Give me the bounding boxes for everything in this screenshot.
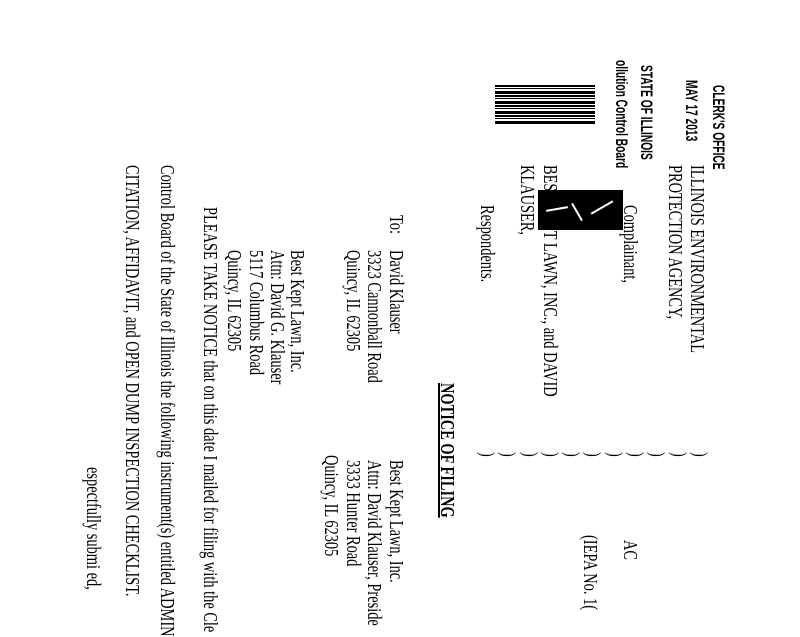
case-iepa-number: (IEPA No. 1(: [579, 535, 601, 611]
stamp-office: CLERK'S OFFICE: [709, 85, 728, 170]
caption-paren: ): [476, 452, 498, 457]
body-line: Control Board of the State of Illinois t…: [156, 165, 178, 637]
stamp-date: MAY 17 2013: [682, 80, 701, 142]
stamp-board: ollution Control Board: [612, 60, 631, 169]
caption-paren: ): [689, 452, 711, 457]
caption-paren: ): [603, 452, 626, 457]
to-label: To:: [385, 215, 407, 235]
document-page: CLERK'S OFFICE MAY 17 2013 STATE OF ILLI…: [82, 60, 728, 637]
caption-paren: ): [667, 452, 690, 457]
caption-paren: ): [518, 452, 541, 457]
complainant-line1: ILLINOIS ENVIRONMENTAL: [686, 165, 708, 354]
recipient-3-line: 5117 Columbus Road: [245, 250, 267, 376]
complainant-label: Complainant,: [619, 205, 641, 283]
closing: espectfully submi ed,: [82, 467, 104, 590]
respondent-label: Respondents.: [476, 205, 498, 283]
stamp-state: STATE OF ILLINOIS: [637, 65, 656, 160]
caption-paren: ): [561, 452, 584, 457]
recipient-2-line: 3333 Hunter Road: [342, 460, 364, 567]
complainant-line2: PROTECTION AGENCY,: [664, 165, 686, 320]
recipient-2-line: Attn: David Klauser, Preside: [363, 460, 385, 626]
caption-paren: ): [582, 452, 605, 457]
body-line: PLEASE TAKE NOTICE that on this date I m…: [199, 207, 221, 633]
recipient-3-line: Quincy, IL 62305: [223, 250, 245, 352]
caption-paren: ): [646, 452, 669, 457]
recipient-2-line: Best Kept Lawn, Inc.: [385, 460, 407, 583]
caption-paren: ): [539, 452, 562, 457]
barcode: [495, 85, 595, 125]
case-ac: AC: [619, 540, 641, 561]
caption-paren: ): [625, 452, 648, 457]
respondent-line2: KLAUSER,: [516, 165, 538, 236]
recipient-3-line: Attn: David G. Klauser: [266, 250, 288, 385]
recipient-1-line: 3323 Cannonball Road: [363, 250, 385, 383]
caption-paren: ): [497, 452, 520, 457]
recipient-1-line: David Klauser: [385, 250, 407, 334]
recipient-1-line: Quincy, IL 62305: [342, 250, 364, 352]
recipient-2-line: Quincy, IL 62305: [320, 455, 342, 557]
redaction-box: [538, 190, 623, 230]
recipient-3-line: Best Kept Lawn, Inc.: [286, 250, 308, 373]
body-line: CITATION, AFFIDAVIT, and OPEN DUMP INSPE…: [121, 165, 143, 597]
notice-title: NOTICE OF FILING: [436, 383, 458, 518]
